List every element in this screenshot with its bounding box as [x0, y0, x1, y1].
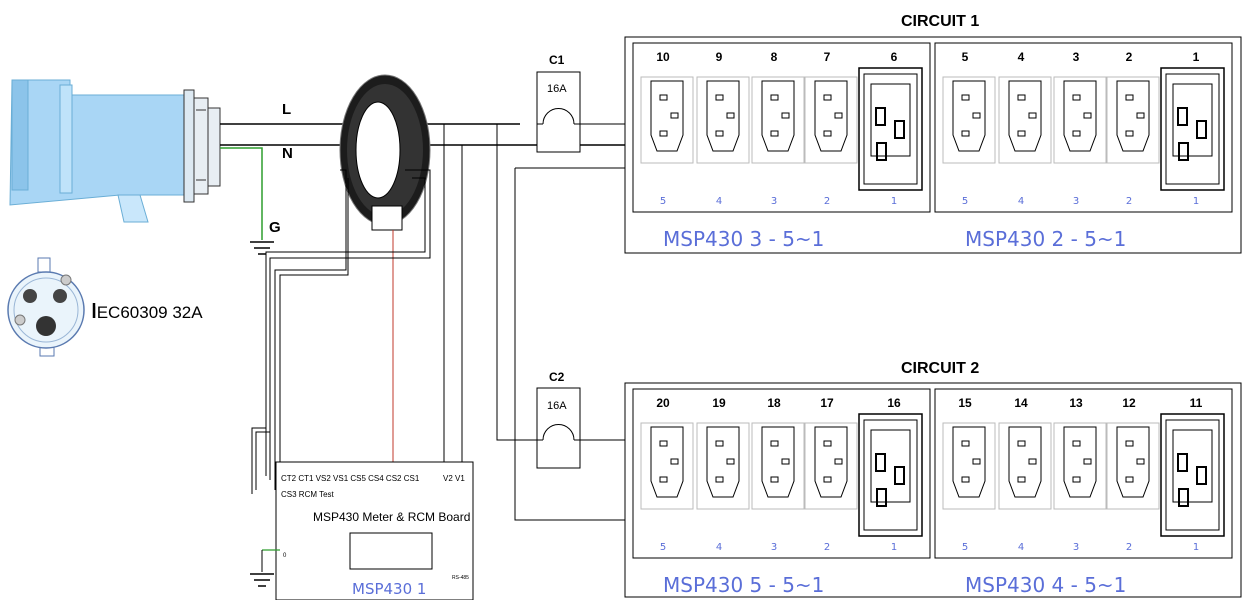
- outlet-number: 5: [962, 50, 969, 64]
- outlet-sub-number: 3: [1073, 196, 1079, 207]
- outlet: [804, 422, 858, 510]
- strip-label: MSP430 5 - 5~1: [663, 573, 824, 597]
- outlet-sub-number: 4: [1018, 542, 1024, 553]
- label-n: N: [282, 145, 293, 162]
- outlet-number: 10: [656, 50, 670, 64]
- outlet-sub-number: 2: [824, 542, 830, 553]
- outlet-sub-number: 5: [962, 542, 968, 553]
- ground-wire: [220, 147, 263, 240]
- breaker-c2: [536, 387, 581, 469]
- outlet-number: 13: [1069, 396, 1083, 410]
- outlet-sub-number: 3: [1073, 542, 1079, 553]
- outlet-sub-number: 2: [1126, 196, 1132, 207]
- outlet-number: 18: [767, 396, 781, 410]
- outlet-sub-number: 3: [771, 542, 777, 553]
- ground-symbol: [250, 241, 274, 255]
- large-outlet: [858, 67, 923, 191]
- iec-plug-face-icon: [7, 257, 85, 357]
- outlet: [942, 422, 996, 510]
- board-id-label: MSP430 1: [352, 580, 426, 598]
- outlet: [640, 422, 694, 510]
- outlet-number: 15: [958, 396, 972, 410]
- board-leads: [251, 124, 463, 494]
- outlet: [751, 76, 805, 164]
- strip-label: MSP430 4 - 5~1: [965, 573, 1126, 597]
- outlet-number: 4: [1018, 50, 1025, 64]
- outlet: [640, 76, 694, 164]
- iec-plug: [9, 79, 221, 223]
- outlet-number: 9: [716, 50, 723, 64]
- outlet-number: 6: [891, 50, 898, 64]
- outlet: [1106, 76, 1160, 164]
- circuit-2-panel: [624, 382, 1242, 598]
- outlet-sub-number: 4: [716, 196, 722, 207]
- outlet-sub-number: 4: [1018, 196, 1024, 207]
- outlet-sub-number: 2: [824, 196, 830, 207]
- outlet: [1106, 422, 1160, 510]
- outlet-sub-number: 5: [660, 542, 666, 553]
- feed-wires: [496, 123, 625, 521]
- plug-label: IEC60309 32A: [92, 303, 203, 322]
- label-g: G: [269, 219, 281, 236]
- large-outlet: [1160, 413, 1225, 537]
- breaker-c1-name: C1: [549, 53, 565, 67]
- breaker-c2-name: C2: [549, 370, 565, 384]
- outlet-number: 12: [1122, 396, 1136, 410]
- outlet-sub-number: 3: [771, 196, 777, 207]
- board-pins: CT2 CT1 VS2 VS1 CS5 CS4 CS2 CS1: [281, 474, 420, 483]
- outlet: [696, 76, 750, 164]
- outlet-number: 16: [887, 396, 901, 410]
- board-pins-row2: CS3 RCM Test: [281, 490, 335, 499]
- outlet-sub-number: 5: [962, 196, 968, 207]
- outlet-number: 2: [1126, 50, 1133, 64]
- outlet: [942, 76, 996, 164]
- outlet-number: 1: [1193, 50, 1200, 64]
- current-transformer: [339, 74, 431, 231]
- breaker-c1-rating: 16A: [547, 83, 567, 95]
- outlet-sub-number: 1: [1193, 196, 1199, 207]
- outlet-sub-number: 5: [660, 196, 666, 207]
- outlet: [804, 76, 858, 164]
- outlet-number: 3: [1073, 50, 1080, 64]
- outlet-number: 14: [1014, 396, 1028, 410]
- large-outlet: [858, 413, 923, 537]
- outlet-number: 11: [1190, 396, 1203, 410]
- large-outlet: [1160, 67, 1225, 191]
- outlet: [751, 422, 805, 510]
- board-pins-right: V2 V1: [443, 474, 465, 483]
- circuit-1-title: CIRCUIT 1: [901, 13, 979, 30]
- label-l: L: [282, 101, 291, 118]
- meter-board: [250, 461, 474, 600]
- outlet-number: 7: [824, 50, 831, 64]
- board-rs-label: RS-485: [452, 575, 469, 581]
- outlet-sub-number: 2: [1126, 542, 1132, 553]
- outlet: [696, 422, 750, 510]
- outlet-number: 8: [771, 50, 778, 64]
- board-left-pin: 0: [283, 553, 287, 559]
- outlet-number: 20: [656, 396, 670, 410]
- outlet: [998, 422, 1052, 510]
- breaker-c2-rating: 16A: [547, 400, 567, 412]
- breaker-c1: [536, 71, 581, 153]
- circuit-2-title: CIRCUIT 2: [901, 360, 979, 377]
- outlet-sub-number: 1: [891, 196, 897, 207]
- strip-label: MSP430 2 - 5~1: [965, 227, 1126, 251]
- outlet-number: 17: [820, 396, 834, 410]
- outlet: [1053, 422, 1107, 510]
- outlet-sub-number: 1: [1193, 542, 1199, 553]
- strip-label: MSP430 3 - 5~1: [663, 227, 824, 251]
- outlet-sub-number: 4: [716, 542, 722, 553]
- outlet: [998, 76, 1052, 164]
- outlet: [1053, 76, 1107, 164]
- board-title: MSP430 Meter & RCM Board: [313, 510, 470, 524]
- circuit-1-panel: [624, 36, 1242, 254]
- outlet-number: 19: [712, 396, 726, 410]
- outlet-sub-number: 1: [891, 542, 897, 553]
